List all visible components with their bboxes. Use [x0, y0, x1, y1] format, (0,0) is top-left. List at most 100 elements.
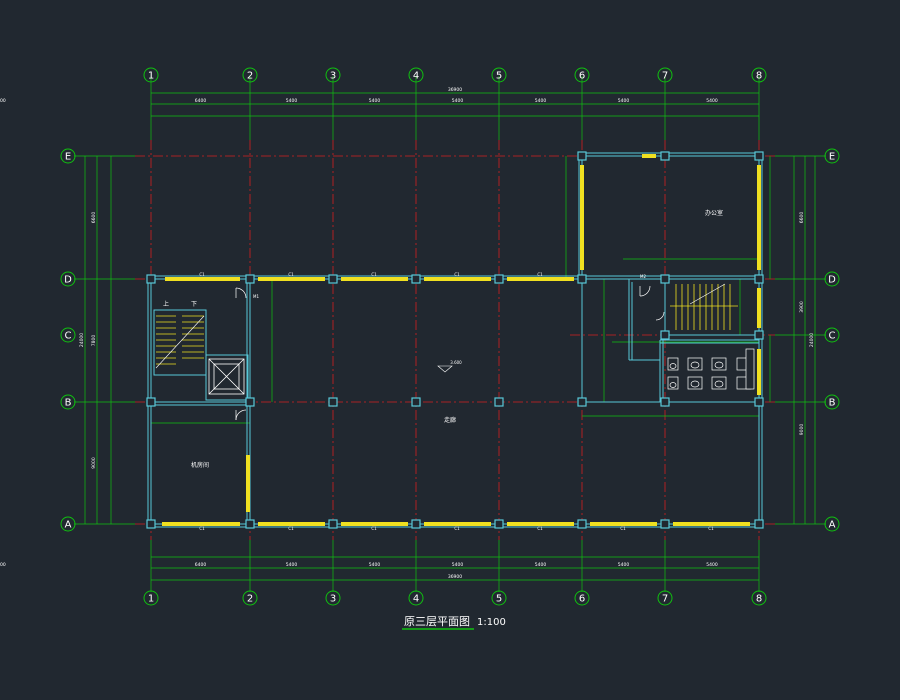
axis-bubble-top-7-label: 7	[662, 71, 668, 82]
toilet-fixtures	[667, 348, 755, 390]
drawing-scale: 1:100	[477, 617, 506, 628]
door-tag-m1: M1	[253, 294, 259, 299]
window-tag-c1-5: C1	[199, 526, 205, 531]
axis-bubble-bottom-7-label: 7	[662, 594, 668, 605]
axis-bubble-left-D-label: D	[64, 275, 72, 286]
dim-span-7: 6100	[0, 98, 6, 104]
stair-down-label: 下	[191, 301, 197, 308]
dim-span-0: 6400	[195, 562, 207, 568]
axis-bubble-top-1-circle	[143, 67, 159, 83]
axis-bubble-bottom-5-circle	[491, 590, 507, 606]
axis-bubble-right-A-circle	[824, 516, 840, 532]
dim-bottom-spans: 6400 5400 5400 5400 5400 5400 5400 6100	[0, 562, 718, 568]
axis-bubble-bottom-6-label: 6	[579, 594, 585, 605]
axis-bubble-top-1-label: 1	[148, 71, 154, 82]
axis-bubble-right-E-circle	[824, 148, 840, 164]
window-tag-c1-9: C1	[537, 526, 543, 531]
dim-vspan-1: 7800	[91, 335, 97, 347]
window-tag-c1-2: C1	[371, 272, 377, 277]
axis-bubble-bottom-8-label: 8	[756, 594, 762, 605]
axis-bubble-right-B-label: B	[829, 398, 836, 409]
room-label-storage: 机房间	[191, 461, 209, 469]
axis-bubble-top-4-label: 4	[413, 71, 419, 82]
drawing-title: 原三层平面图	[404, 615, 470, 628]
axis-bubble-left-A-circle	[60, 516, 76, 532]
window-tag-c1-4: C1	[537, 272, 543, 277]
window-tag-c1-11: C1	[708, 526, 714, 531]
dim-span-3: 5400	[452, 98, 464, 104]
axis-bubble-right-D-circle	[824, 271, 840, 287]
axis-bubble-right-D-label: D	[828, 275, 836, 286]
axis-bubble-top-2-circle	[242, 67, 258, 83]
axis-bubble-left-C-label: C	[65, 331, 72, 342]
axis-bubble-bottom-5-label: 5	[496, 594, 502, 605]
axis-bubble-bottom-4-label: 4	[413, 594, 419, 605]
floor-elevation: 3.600	[450, 360, 462, 365]
doors	[235, 285, 665, 421]
axis-bubble-left-B-circle	[60, 394, 76, 410]
axis-bubble-top-5-label: 5	[496, 71, 502, 82]
axis-bubble-bottom-8-circle	[751, 590, 767, 606]
axis-bubble-bottom-7-circle	[657, 590, 673, 606]
dim-span-7: 6100	[0, 562, 6, 568]
window-tag-c1-3: C1	[454, 272, 460, 277]
dim-vspan-2: 9000	[91, 457, 97, 469]
dim-top-spans: 64005400540054005400540054006100	[0, 98, 718, 104]
dim-span-1: 5400	[286, 562, 298, 568]
dim-vspan-1: 3900	[799, 301, 805, 313]
axis-bubble-top-8-label: 8	[756, 71, 762, 82]
axis-bubble-bottom-1-circle	[143, 590, 159, 606]
windows	[162, 154, 761, 526]
window-tag-c1-8: C1	[454, 526, 460, 531]
axis-bubble-left-D-circle	[60, 271, 76, 287]
dim-left-total: 24000	[79, 333, 85, 347]
walls	[147, 152, 763, 528]
room-label-office: 办公室	[705, 209, 723, 217]
dim-span-4: 5400	[535, 562, 547, 568]
axis-bubble-top-3-circle	[325, 67, 341, 83]
window-tag-c1-0: C1	[199, 272, 205, 277]
window-tag-c1-6: C1	[288, 526, 294, 531]
axis-bubble-top-7-circle	[657, 67, 673, 83]
axis-bubble-right-A-label: A	[829, 520, 836, 531]
axis-bubble-bottom-1-label: 1	[148, 594, 154, 605]
axis-bubble-top-4-circle	[408, 67, 424, 83]
axis-bubble-bottom-2-label: 2	[247, 594, 253, 605]
room-label-corridor: 走廊	[444, 416, 456, 424]
axis-bubble-top-2-label: 2	[247, 71, 253, 82]
dim-vspan-0: 6600	[91, 212, 97, 224]
axis-bubble-left-A-label: A	[65, 520, 72, 531]
axis-bubble-left-E-label: E	[65, 152, 71, 163]
axis-bubble-right-B-circle	[824, 394, 840, 410]
dim-span-5: 5400	[618, 98, 630, 104]
axis-bubble-right-C-circle	[824, 327, 840, 343]
dim-left-spans: 6600 7800 9000	[91, 212, 97, 469]
window-tag-c1-10: C1	[620, 526, 626, 531]
dim-span-0: 6400	[195, 98, 207, 104]
axis-bubble-bottom-3-label: 3	[330, 594, 336, 605]
dim-top-total: 36900	[448, 87, 462, 93]
axis-bubble-right-E-label: E	[829, 152, 835, 163]
axis-bubble-left-E-circle	[60, 148, 76, 164]
axis-bubble-bottom-6-circle	[574, 590, 590, 606]
elevation-marker	[437, 365, 453, 373]
dim-span-6: 5400	[706, 562, 718, 568]
axis-bubble-top-3-label: 3	[330, 71, 336, 82]
dim-span-2: 5400	[369, 562, 381, 568]
dim-vspan-0: 6600	[799, 212, 805, 224]
dim-span-6: 5400	[706, 98, 718, 104]
stair-up-label: 上	[163, 300, 169, 308]
dim-span-5: 5400	[618, 562, 630, 568]
axis-bubble-top-8-circle	[751, 67, 767, 83]
axis-bubble-bottom-3-circle	[325, 590, 341, 606]
dim-bottom-total: 36900	[448, 574, 462, 580]
axis-bubble-bottom-4-circle	[408, 590, 424, 606]
dim-span-1: 5400	[286, 98, 298, 104]
dim-span-3: 5400	[452, 562, 464, 568]
axis-bubble-bottom-2-circle	[242, 590, 258, 606]
